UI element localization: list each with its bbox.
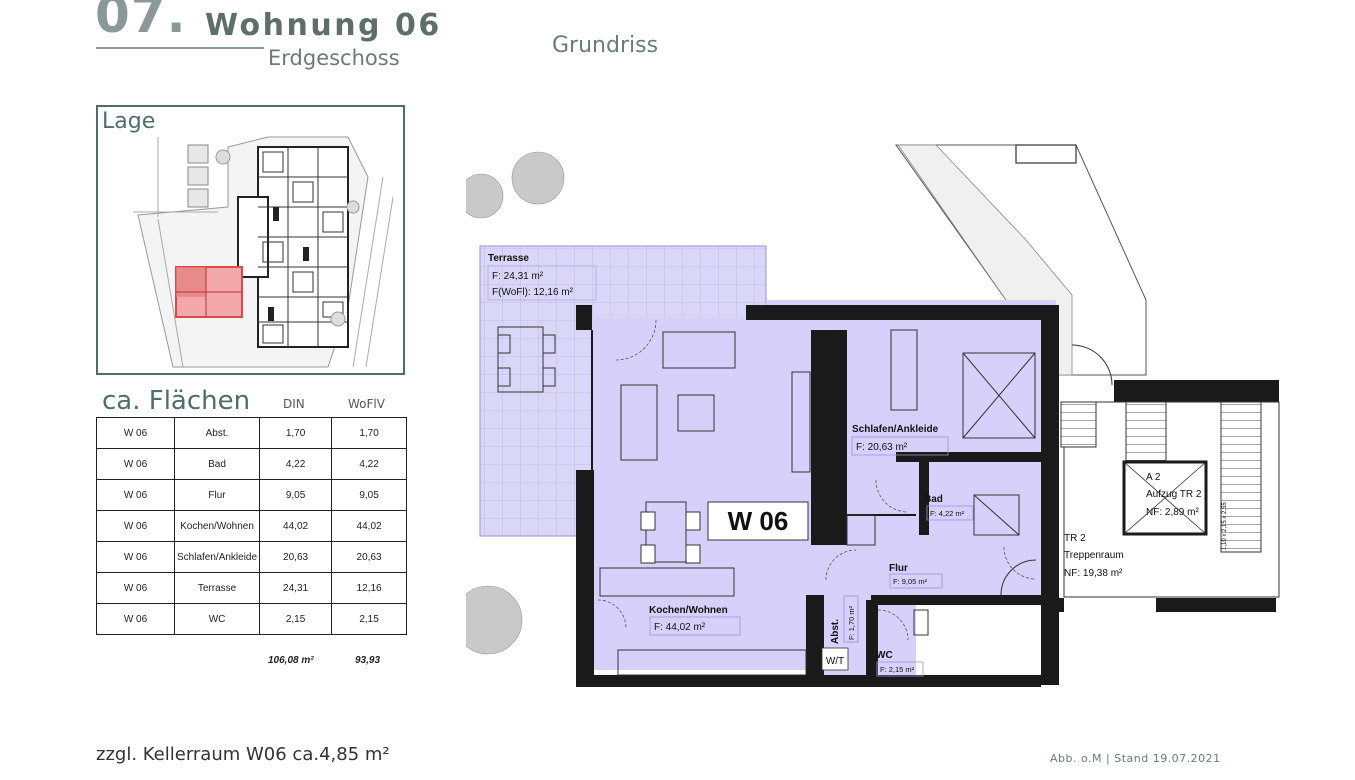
cell-unit: W 06	[96, 417, 175, 449]
room-area-terrasse: F: 24,31 m²	[492, 271, 544, 282]
cellar-note: zzgl. Kellerraum W06 ca.4,85 m²	[96, 744, 390, 765]
table-row: W 06 Schlafen/Ankleide 20,63 20,63	[96, 541, 408, 573]
cell-room: Abst.	[173, 417, 261, 449]
areas-title: ca. Flächen	[102, 386, 251, 416]
chapter-number: 07.	[95, 0, 187, 44]
table-row: W 06 WC 2,15 2,15	[96, 603, 408, 635]
cell-unit: W 06	[96, 603, 175, 635]
cell-wofl: 12,16	[331, 572, 408, 604]
cell-unit: W 06	[96, 479, 175, 511]
table-row: W 06 Abst. 1,70 1,70	[96, 417, 408, 449]
title-rule	[96, 47, 264, 49]
room-wofl-terrasse: F(WoFl): 12,16 m²	[492, 287, 574, 298]
room-name-kochen: Kochen/Wohnen	[649, 605, 728, 616]
revision-stamp: Abb. o.M | Stand 19.07.2021	[1050, 752, 1221, 765]
cell-room: Schlafen/Ankleide	[173, 541, 261, 573]
room-area-flur: F: 9,05 m²	[893, 577, 928, 586]
cell-din: 2,15	[259, 603, 333, 635]
cell-unit: W 06	[96, 572, 175, 604]
cell-wofl: 44,02	[331, 510, 408, 542]
room-name-abst: Abst.	[830, 619, 841, 644]
elevator-dims: 1,10 x 2,15 x 2,55	[1222, 502, 1228, 550]
plan-heading: Grundriss	[552, 33, 659, 58]
table-row: W 06 Terrasse 24,31 12,16	[96, 572, 408, 604]
room-name-terrasse: Terrasse	[488, 253, 529, 264]
col-header-wofiv: WoFlV	[348, 397, 385, 411]
cell-room: WC	[173, 603, 261, 635]
cell-din: 24,31	[259, 572, 333, 604]
areas-table: W 06 Abst. 1,70 1,70 W 06 Bad 4,22 4,22 …	[96, 417, 408, 635]
page-title: Wohnung 06	[205, 8, 442, 43]
washer-dryer-label: W/T	[826, 656, 844, 667]
walls	[576, 305, 1279, 687]
stair-area: NF: 19,38 m²	[1064, 568, 1123, 579]
elevator-code: A 2	[1146, 472, 1161, 483]
table-row: W 06 Flur 9,05 9,05	[96, 479, 408, 511]
total-wofl: 93,93	[355, 655, 381, 666]
cell-unit: W 06	[96, 510, 175, 542]
site-map: Lage	[96, 105, 405, 375]
cell-room: Bad	[173, 448, 261, 480]
cell-room: Flur	[173, 479, 261, 511]
cell-room: Kochen/Wohnen	[173, 510, 261, 542]
room-area-schlafen: F: 20,63 m²	[856, 442, 908, 453]
room-area-abst: F: 1,70 m²	[847, 605, 856, 640]
table-row: W 06 Kochen/Wohnen 44,02 44,02	[96, 510, 408, 542]
room-name-bad: Bad	[924, 494, 943, 505]
site-map-label: Lage	[102, 109, 156, 134]
cell-din: 44,02	[259, 510, 333, 542]
room-name-flur: Flur	[889, 563, 908, 574]
floor-plan: W 06 Terrasse F: 24,31 m² F(WoFl): 12,16…	[466, 144, 1280, 687]
total-din: 106,08 m²	[268, 655, 314, 666]
cell-din: 4,22	[259, 448, 333, 480]
furniture	[497, 326, 1036, 676]
tree-icon	[466, 151, 565, 655]
stair-name: Treppenraum	[1064, 550, 1124, 561]
cell-wofl: 9,05	[331, 479, 408, 511]
room-name-schlafen: Schlafen/Ankleide	[852, 424, 939, 435]
apartment-label: W 06	[728, 506, 789, 536]
room-area-bad: F: 4,22 m²	[930, 509, 965, 518]
cell-din: 9,05	[259, 479, 333, 511]
site-map-drawing	[133, 136, 394, 368]
cell-wofl: 20,63	[331, 541, 408, 573]
cell-unit: W 06	[96, 541, 175, 573]
cell-wofl: 2,15	[331, 603, 408, 635]
elevator-area: NF: 2,89 m²	[1146, 507, 1199, 518]
room-area-kochen: F: 44,02 m²	[654, 622, 706, 633]
cell-wofl: 1,70	[331, 417, 408, 449]
elevator-name: Aufzug TR 2	[1146, 489, 1202, 500]
col-header-din: DIN	[283, 397, 305, 411]
cell-din: 20,63	[259, 541, 333, 573]
cell-unit: W 06	[96, 448, 175, 480]
room-area-wc: F: 2,15 m²	[880, 665, 915, 674]
room-name-wc: WC	[876, 650, 893, 661]
table-row: W 06 Bad 4,22 4,22	[96, 448, 408, 480]
floor-subtitle: Erdgeschoss	[268, 46, 400, 70]
cell-din: 1,70	[259, 417, 333, 449]
stair-code: TR 2	[1064, 533, 1086, 544]
cell-wofl: 4,22	[331, 448, 408, 480]
cell-room: Terrasse	[173, 572, 261, 604]
